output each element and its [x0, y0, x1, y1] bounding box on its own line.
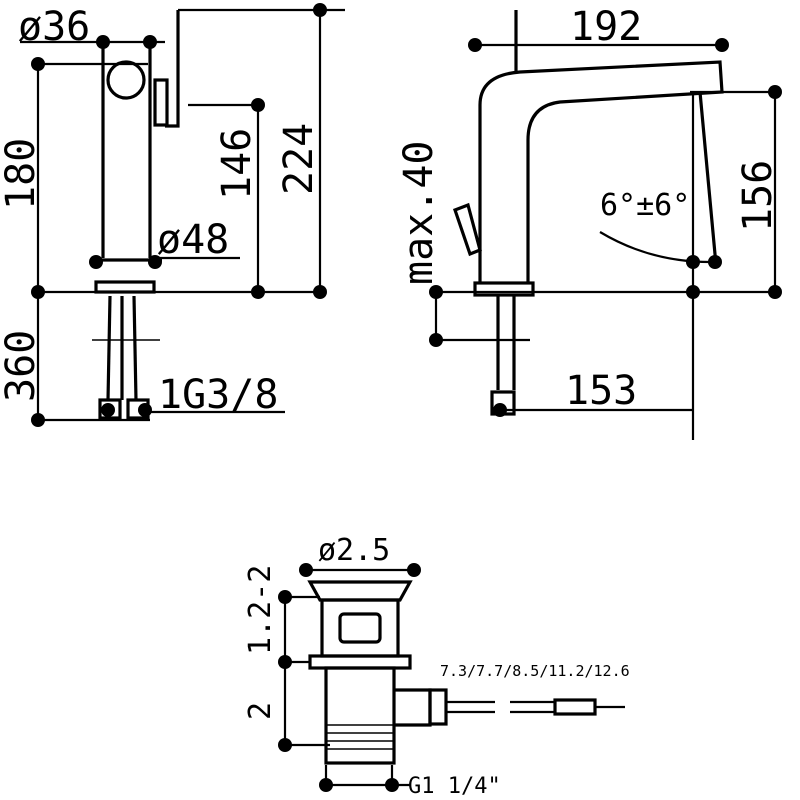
label-d36: ø36: [18, 4, 90, 50]
fitting-left: [98, 398, 122, 420]
label-156: 156: [735, 160, 781, 232]
hose-3: [132, 295, 138, 401]
lever-stem: [153, 78, 169, 127]
label-180: 180: [0, 138, 44, 210]
label-rod-lengths: 7.3/7.7/8.5/11.2/12.6: [440, 662, 630, 680]
drain-window: [338, 612, 382, 644]
front-view: 192 max.40 6°±6° 156 153: [396, 4, 782, 440]
port-nut: [428, 688, 448, 726]
lever-handle: [165, 10, 180, 128]
hose-1: [106, 295, 112, 401]
lever-knob: [106, 60, 146, 100]
drain-lower-body: [324, 666, 396, 765]
label-g38: 1G3/8: [158, 372, 278, 418]
drain-nut: [308, 654, 412, 670]
drain-side-port: [394, 688, 432, 727]
label-153: 153: [565, 368, 637, 414]
label-d25: ø2.5: [318, 533, 390, 568]
label-flange: 1.2-2: [243, 565, 278, 655]
base-front: [473, 281, 535, 297]
label-192: 192: [570, 4, 642, 50]
lever-side: [452, 202, 482, 257]
label-d48: ø48: [157, 217, 229, 263]
label-224: 224: [276, 123, 322, 195]
label-angle: 6°±6°: [600, 188, 690, 223]
spout: [478, 60, 724, 283]
drain-flange: [307, 580, 413, 602]
rod-end: [553, 698, 597, 716]
drain-upper-body: [320, 598, 400, 658]
label-360: 360: [0, 330, 44, 402]
side-view: ø36 180 146 224 ø48 360 1G3/8: [0, 3, 345, 427]
water-stream: [698, 91, 718, 266]
label-146: 146: [214, 128, 260, 200]
label-max40: max.40: [396, 141, 442, 286]
label-body: 2: [243, 702, 278, 720]
collar: [94, 280, 156, 294]
label-thread: G1 1/4": [408, 774, 501, 799]
drain-view: ø2.5 1.2-2 2 7.3/7.7/8.5/11.2/12.6 G1 1/…: [243, 533, 630, 799]
